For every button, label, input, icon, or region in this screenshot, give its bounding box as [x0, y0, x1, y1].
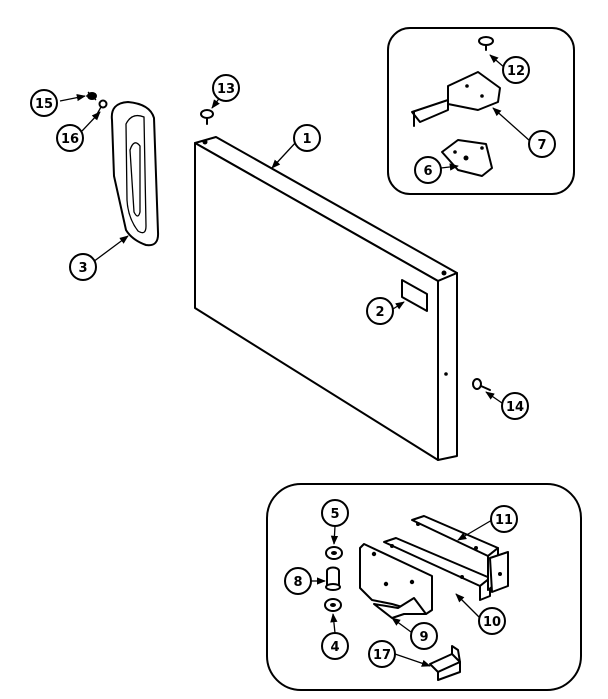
callout-11: 11 [490, 505, 518, 533]
callout-4: 4 [321, 632, 349, 660]
plug-13 [200, 109, 214, 125]
hinge-bracket-11 [411, 515, 509, 593]
callout-1: 1 [293, 124, 321, 152]
svg-text:6: 6 [423, 164, 432, 179]
hinge-pin-cap [478, 36, 494, 51]
callout-16: 16 [56, 124, 84, 152]
door-stop-17 [429, 645, 461, 681]
nameplate [401, 279, 428, 312]
top-hinge-inset [387, 27, 575, 195]
svg-text:5: 5 [330, 507, 339, 522]
callout-7: 7 [528, 130, 556, 158]
bottom-hinge-plate [359, 543, 433, 619]
bearing-spacer [325, 566, 341, 591]
callout-10: 10 [478, 607, 506, 635]
svg-text:9: 9 [419, 630, 428, 645]
callout-14: 14 [501, 392, 529, 420]
callout-9: 9 [410, 622, 438, 650]
svg-text:7: 7 [537, 138, 546, 153]
svg-text:2: 2 [375, 305, 384, 320]
svg-text:3: 3 [78, 261, 87, 276]
door-panel [194, 136, 458, 461]
svg-text:14: 14 [506, 400, 524, 415]
washer-upper [325, 546, 343, 560]
callout-2: 2 [366, 297, 394, 325]
svg-text:4: 4 [330, 640, 339, 655]
svg-text:13: 13 [217, 82, 235, 97]
callout-8: 8 [284, 567, 312, 595]
svg-text:1: 1 [302, 132, 311, 147]
svg-text:16: 16 [61, 132, 79, 147]
washer-lower [324, 598, 342, 612]
svg-text:11: 11 [495, 513, 513, 528]
callout-17: 17 [368, 640, 396, 668]
callout-3: 3 [69, 253, 97, 281]
bottom-hinge-inset [266, 483, 582, 691]
callout-6: 6 [414, 156, 442, 184]
callout-15: 15 [30, 89, 58, 117]
callout-5: 5 [321, 499, 349, 527]
svg-text:8: 8 [293, 575, 302, 590]
svg-text:10: 10 [483, 615, 501, 630]
svg-text:15: 15 [35, 97, 53, 112]
door-handle [110, 101, 160, 247]
svg-text:17: 17 [373, 648, 391, 663]
hinge-shim [441, 139, 493, 177]
svg-text:12: 12 [507, 64, 525, 79]
plug-14 [472, 378, 491, 391]
handle-cap [86, 91, 97, 101]
leader-lines [59, 54, 531, 667]
top-hinge-bracket [411, 71, 501, 127]
callout-13: 13 [212, 74, 240, 102]
callout-12: 12 [502, 56, 530, 84]
